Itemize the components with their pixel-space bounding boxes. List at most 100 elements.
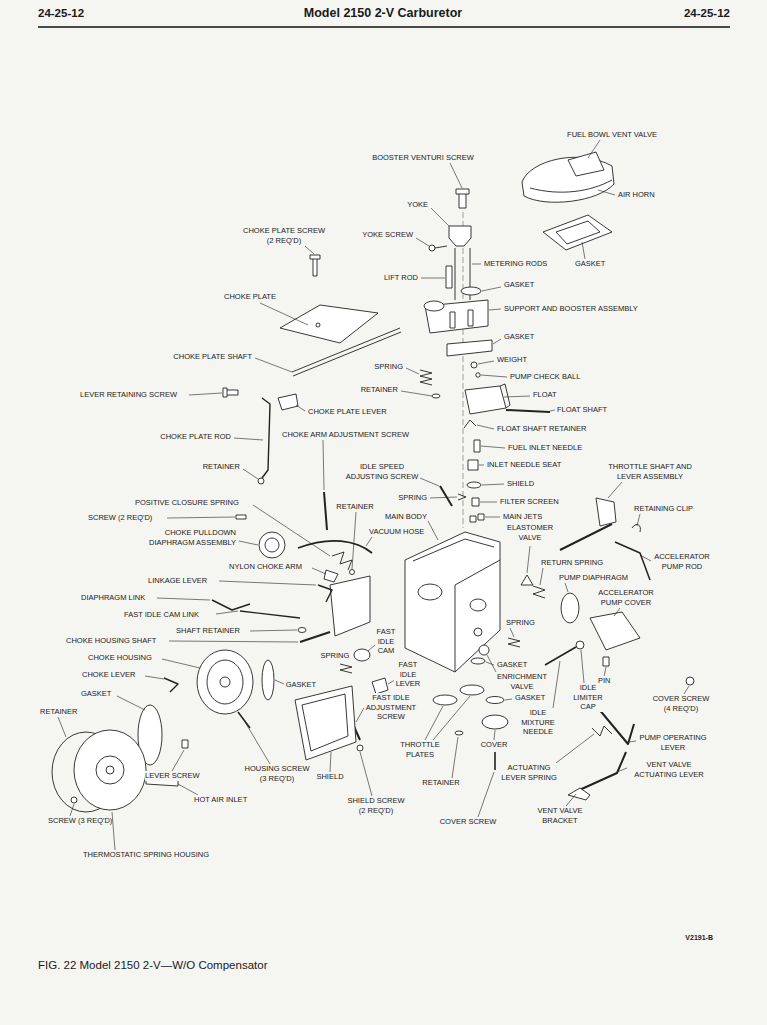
carburetor-drawing [357, 745, 363, 751]
part-label: IDLE MIXTURE NEEDLE [520, 708, 557, 737]
part-label: MAIN BODY [385, 512, 427, 522]
carburetor-drawing [460, 685, 484, 695]
part-label: THERMOSTATIC SPRING HOUSING [83, 850, 209, 860]
part-label: SUPPORT AND BOOSTER ASSEMBLY [504, 304, 638, 314]
part-label: THROTTLE SHAFT AND LEVER ASSEMBLY [606, 462, 694, 481]
part-label: ACCELERATOR PUMP ROD [653, 552, 712, 571]
carburetor-drawing [474, 628, 482, 636]
carburetor-drawing [324, 570, 338, 582]
carburetor-drawing [313, 258, 317, 276]
carburetor-drawing [324, 492, 327, 530]
carburetor-drawing [447, 340, 492, 356]
part-label: IDLE SPEED ADJUSTING SCREW [344, 462, 420, 481]
carburetor-drawing [432, 394, 440, 398]
carburetor-drawing [494, 752, 496, 770]
header-rule [38, 27, 730, 28]
carburetor-drawing [340, 664, 352, 673]
carburetor-drawing [52, 152, 694, 812]
carburetor-drawing [446, 266, 452, 288]
part-label: RETAINER [336, 502, 373, 512]
carburetor-drawing [598, 708, 634, 744]
part-label: RETURN SPRING [541, 558, 603, 568]
carburetor-drawing [350, 570, 355, 575]
carburetor-drawing [506, 410, 550, 412]
carburetor-drawing [533, 586, 545, 598]
carburetor-drawing [96, 756, 124, 784]
carburetor-drawing [465, 386, 506, 414]
carburetor-drawing [259, 532, 285, 558]
carburetor-drawing [425, 300, 488, 333]
carburetor-drawing [467, 482, 481, 488]
carburetor-drawing [470, 599, 486, 611]
part-label: FAST IDLE CAM LINK [124, 610, 199, 620]
part-label: CHOKE HOUSING [88, 653, 152, 663]
part-label: HOUSING SCREW (3 REQ'D) [243, 764, 312, 783]
carburetor-drawing [458, 494, 466, 500]
part-label: RETAINER [40, 707, 77, 717]
carburetor-drawing [476, 373, 480, 377]
part-label: ACTUATING LEVER SPRING [500, 763, 559, 782]
part-label: GASKET [286, 680, 316, 690]
carburetor-drawing [420, 370, 432, 385]
carburetor-drawing [212, 600, 250, 610]
part-label: CHOKE PLATE ROD [160, 432, 231, 442]
carburetor-drawing [223, 388, 227, 397]
carburetor-drawing [468, 460, 478, 470]
carburetor-drawing [354, 649, 370, 661]
carburetor-drawing [280, 305, 378, 343]
part-label: DIAPHRAGM LINK [81, 593, 145, 603]
part-label: PUMP OPERATING LEVER [638, 733, 709, 752]
part-label: THROTTLE PLATES [399, 740, 442, 759]
carburetor-drawing [413, 539, 494, 561]
carburetor-drawing [330, 576, 370, 636]
carburetor-drawing [435, 246, 447, 248]
carburetor-drawing [543, 215, 612, 250]
carburetor-drawing [74, 730, 146, 810]
carburetor-drawing [472, 498, 479, 506]
part-label: VENT VALVE BRACKET [536, 806, 585, 825]
part-label: FAST IDLE ADJUSTMENT SCREW [364, 693, 418, 722]
carburetor-drawing [461, 287, 481, 295]
carburetor-drawing [575, 752, 626, 792]
part-label: ELASTOMER VALVE [505, 523, 555, 542]
part-label: VACUUM HOSE [369, 527, 424, 537]
part-label: LEVER SCREW [145, 771, 200, 781]
part-label: VENT VALVE ACTUATING LEVER [633, 760, 706, 779]
carburetor-drawing [71, 797, 77, 803]
carburetor-drawing [258, 478, 264, 484]
drawing-code: V2191-B [685, 934, 713, 943]
carburetor-drawing [318, 585, 332, 602]
carburetor-drawing [450, 312, 455, 328]
carburetor-drawing [236, 515, 246, 519]
part-label: SCREW (2 REQ'D) [88, 513, 152, 523]
part-label: FUEL INLET NEEDLE [508, 443, 582, 453]
part-label: METERING RODS [484, 259, 547, 269]
carburetor-drawing [568, 152, 604, 176]
part-label: COVER [481, 740, 508, 750]
carburetor-drawing [455, 731, 463, 735]
part-label: CHOKE PLATE LEVER [308, 407, 387, 417]
part-label: LINKAGE LEVER [148, 576, 207, 586]
part-label: POSITIVE CLOSURE SPRING [135, 498, 239, 508]
carburetor-drawing [182, 740, 188, 748]
carburetor-drawing [486, 697, 504, 704]
carburetor-drawing [592, 726, 612, 736]
part-label: YOKE SCREW [362, 230, 413, 240]
part-label: FUEL BOWL VENT VALVE [567, 130, 657, 140]
carburetor-drawing [470, 516, 476, 522]
carburetor-drawing [556, 221, 600, 244]
part-label: NYLON CHOKE ARM [229, 562, 302, 572]
figure-caption: FIG. 22 Model 2150 2-V—W/O Compensator [38, 958, 267, 973]
carburetor-drawing [278, 394, 298, 410]
carburetor-drawing [262, 660, 274, 700]
part-label: WEIGHT [497, 355, 527, 365]
part-label: GASKET [497, 660, 527, 670]
part-label: IDLE LIMITER CAP [572, 683, 605, 712]
part-label: SHIELD [316, 772, 343, 782]
part-label: RETAINER [422, 778, 459, 788]
part-label: GASKET [504, 280, 534, 290]
part-label: PUMP CHECK BALL [510, 372, 580, 382]
carburetor-drawing [240, 611, 300, 618]
carburetor-drawing [298, 541, 372, 553]
carburetor-drawing [632, 525, 640, 532]
